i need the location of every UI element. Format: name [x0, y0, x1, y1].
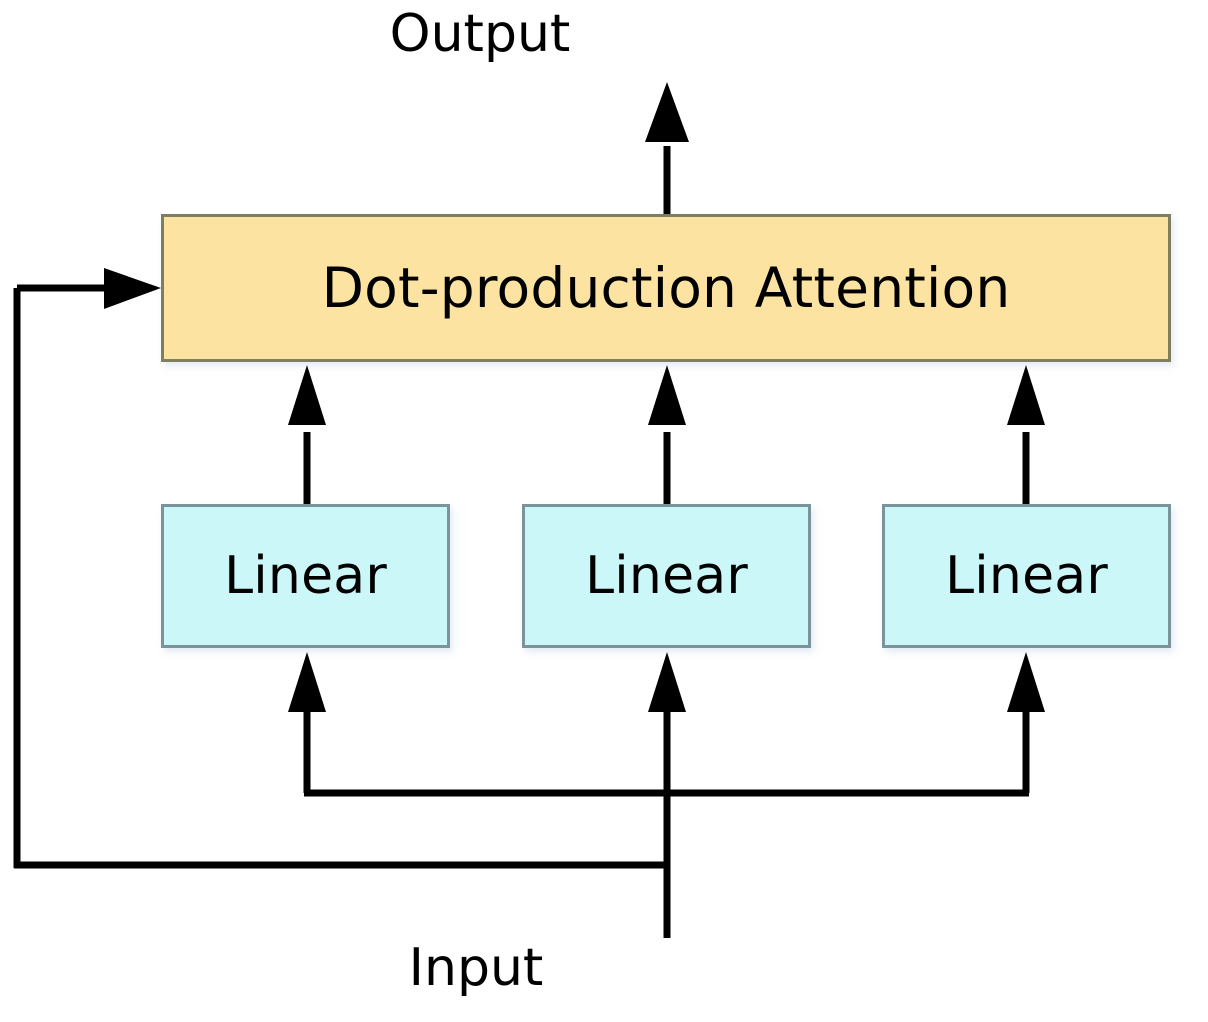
edge-linear-2-to-attention — [648, 365, 686, 504]
edge-linear-1-to-attention — [288, 365, 326, 504]
linear-2-label: Linear — [585, 546, 748, 606]
edge-branch-bus — [303, 700, 1030, 797]
arrowhead-bus-to-linear-3 — [1007, 652, 1045, 712]
edge-input-skip-to-attention — [13, 268, 667, 869]
output-label: Output — [389, 4, 571, 64]
node-linear-2[interactable]: Linear — [522, 504, 811, 648]
linear-1-label: Linear — [224, 546, 387, 606]
edge-attention-to-output — [645, 82, 689, 214]
attention-node-label: Dot-production Attention — [321, 255, 1011, 320]
input-label: Input — [408, 938, 544, 998]
node-dot-production-attention[interactable]: Dot-production Attention — [161, 214, 1171, 362]
linear-3-label: Linear — [945, 546, 1108, 606]
arrowhead-bus-to-linear-2 — [648, 652, 686, 712]
arrowhead-bus-to-linear-1 — [288, 652, 326, 712]
edge-linear-3-to-attention — [1007, 365, 1045, 504]
node-linear-3[interactable]: Linear — [882, 504, 1171, 648]
node-linear-1[interactable]: Linear — [161, 504, 450, 648]
